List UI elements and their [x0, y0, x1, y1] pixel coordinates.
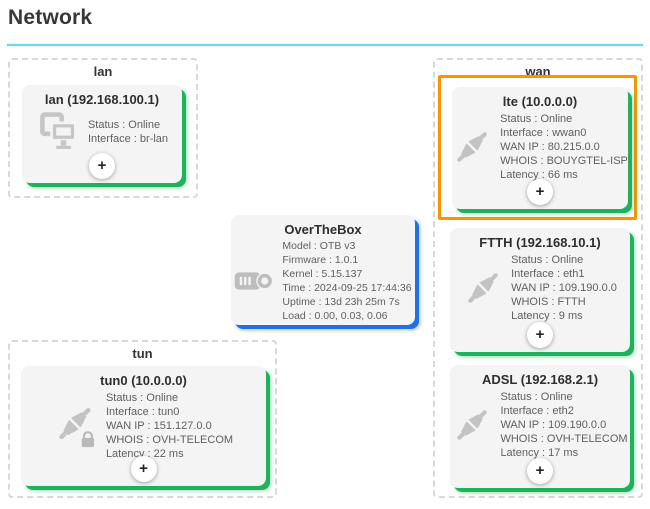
group-tun-label: tun — [132, 346, 153, 361]
detail-line: Interface : eth2 — [500, 405, 574, 417]
device-card-ftth[interactable]: FTTH (192.168.10.1) Status : Online Inte… — [450, 228, 630, 352]
group-lan: lan — [8, 58, 198, 198]
add-device-button[interactable]: + — [527, 179, 553, 205]
detail-line: Latency : 22 ms — [105, 448, 184, 460]
detail-line: Status : Online — [105, 392, 179, 404]
detail-line: Latency : 9 ms — [511, 310, 583, 322]
device-card-lte[interactable]: lte (10.0.0.0) Status : Online Interface… — [452, 87, 628, 209]
device-card-lan[interactable]: lan (192.168.100.1) Status : Online Inte… — [22, 85, 182, 183]
detail-line: Interface : br-lan — [87, 133, 169, 145]
card-title: lan (192.168.100.1) — [44, 92, 160, 107]
detail-line: WAN IP : 151.127.0.0 — [105, 420, 212, 432]
detail-line: Status : Online — [511, 254, 584, 266]
detail-line: Latency : 66 ms — [500, 169, 578, 181]
add-device-button[interactable]: + — [130, 456, 157, 482]
detail-line: WHOIS : FTTH — [511, 296, 586, 308]
detail-line: WHOIS : BOUYGTEL-ISP — [500, 155, 628, 167]
device-card-overthebox[interactable]: OverTheBox Model : OTB v3 Firmware : 1.0… — [231, 215, 415, 325]
device-card-tun0[interactable]: tun0 (10.0.0.0) Status : Online Interfac… — [21, 366, 266, 486]
detail-line: Status : Online — [500, 391, 573, 403]
selection-highlight — [438, 75, 637, 220]
detail-line: WAN IP : 109.190.0.0 — [511, 282, 617, 294]
plug-connector-icon — [452, 127, 492, 167]
detail-line: Interface : tun0 — [105, 406, 180, 418]
add-device-button[interactable]: + — [89, 153, 115, 179]
page-title: Network — [8, 6, 93, 29]
detail-line: Firmware : 1.0.1 — [282, 254, 359, 266]
card-title: FTTH (192.168.10.1) — [479, 235, 601, 250]
detail-line: Kernel : 5.15.137 — [282, 268, 363, 280]
computers-network-icon — [36, 110, 80, 154]
plug-connector-icon — [452, 405, 492, 445]
detail-line: Uptime : 13d 23h 25m 7s — [282, 296, 400, 308]
detail-line: WAN IP : 109.190.0.0 — [500, 419, 607, 431]
detail-line: Interface : eth1 — [511, 268, 585, 280]
device-card-adsl[interactable]: ADSL (192.168.2.1) Status : Online Inter… — [450, 365, 630, 488]
detail-line: Status : Online — [87, 119, 161, 131]
detail-line: Interface : wwan0 — [500, 127, 587, 139]
router-box-icon — [234, 268, 274, 294]
detail-line: WHOIS : OVH-TELECOM — [105, 434, 234, 446]
plug-lock-icon — [54, 404, 98, 448]
add-device-button[interactable]: + — [527, 458, 553, 484]
detail-line: Model : OTB v3 — [282, 240, 356, 252]
plug-connector-icon — [463, 268, 503, 308]
detail-line: WHOIS : OVH-TELECOM — [500, 433, 628, 445]
group-lan-label: lan — [93, 64, 113, 79]
card-title: OverTheBox — [284, 222, 362, 237]
card-title: lte (10.0.0.0) — [502, 94, 578, 109]
add-device-button[interactable]: + — [527, 322, 553, 348]
detail-line: WAN IP : 80.215.0.0 — [500, 141, 600, 153]
detail-line: Time : 2024-09-25 17:44:36 — [282, 282, 412, 294]
detail-line: Status : Online — [500, 113, 573, 125]
group-tun: tun — [8, 340, 277, 498]
detail-line: Load : 0.00, 0.03, 0.06 — [282, 310, 388, 322]
card-title: ADSL (192.168.2.1) — [481, 372, 599, 387]
card-title: tun0 (10.0.0.0) — [100, 373, 187, 388]
detail-line: Latency : 17 ms — [500, 447, 579, 459]
header-divider — [7, 44, 643, 46]
